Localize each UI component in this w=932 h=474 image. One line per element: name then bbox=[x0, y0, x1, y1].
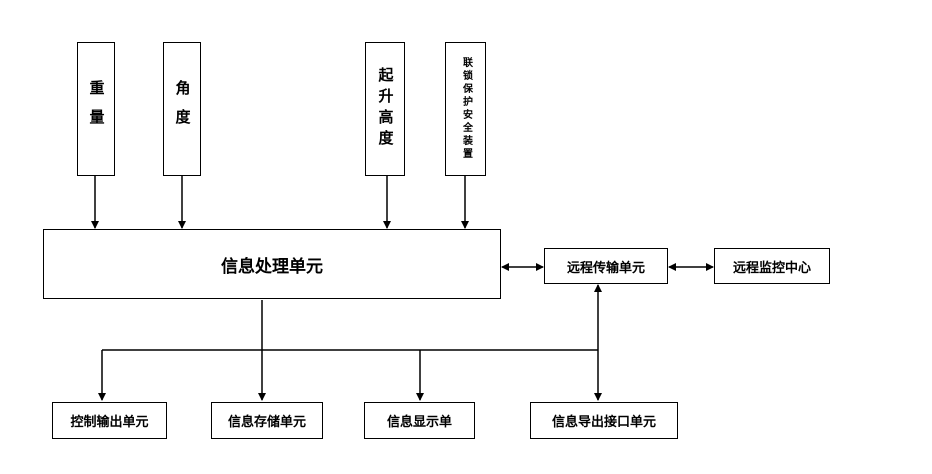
export-interface-box: 信息导出接口单元 bbox=[530, 402, 678, 439]
control-output-box: 控制输出单元 bbox=[52, 402, 167, 439]
lift-height-sensor-box: 起升高度 bbox=[365, 42, 405, 176]
control-output-label: 控制输出单元 bbox=[70, 415, 149, 430]
processing-unit-label: 信息处理单元 bbox=[221, 256, 323, 277]
processing-unit-box: 信息处理单元 bbox=[43, 229, 501, 299]
display-label: 信息显示单 bbox=[386, 415, 452, 430]
interlock-safety-box: 联锁保护安全装置 bbox=[445, 42, 486, 176]
interlock-label: 联锁保护安全装置 bbox=[460, 57, 472, 161]
weight-sensor-box: 重量 bbox=[77, 42, 115, 176]
lift-height-label: 起升高度 bbox=[376, 67, 395, 151]
remote-monitoring-label: 远程监控中心 bbox=[732, 260, 811, 276]
display-box: 信息显示单 bbox=[364, 402, 475, 439]
storage-box: 信息存储单元 bbox=[211, 402, 323, 439]
export-interface-label: 信息导出接口单元 bbox=[551, 415, 656, 430]
remote-monitoring-box: 远程监控中心 bbox=[714, 248, 830, 284]
remote-transmission-label: 远程传输单元 bbox=[566, 260, 645, 276]
angle-label: 角度 bbox=[173, 80, 192, 138]
remote-transmission-box: 远程传输单元 bbox=[544, 248, 668, 284]
storage-label: 信息存储单元 bbox=[227, 415, 306, 430]
weight-label: 重量 bbox=[87, 80, 106, 138]
angle-sensor-box: 角度 bbox=[163, 42, 201, 176]
